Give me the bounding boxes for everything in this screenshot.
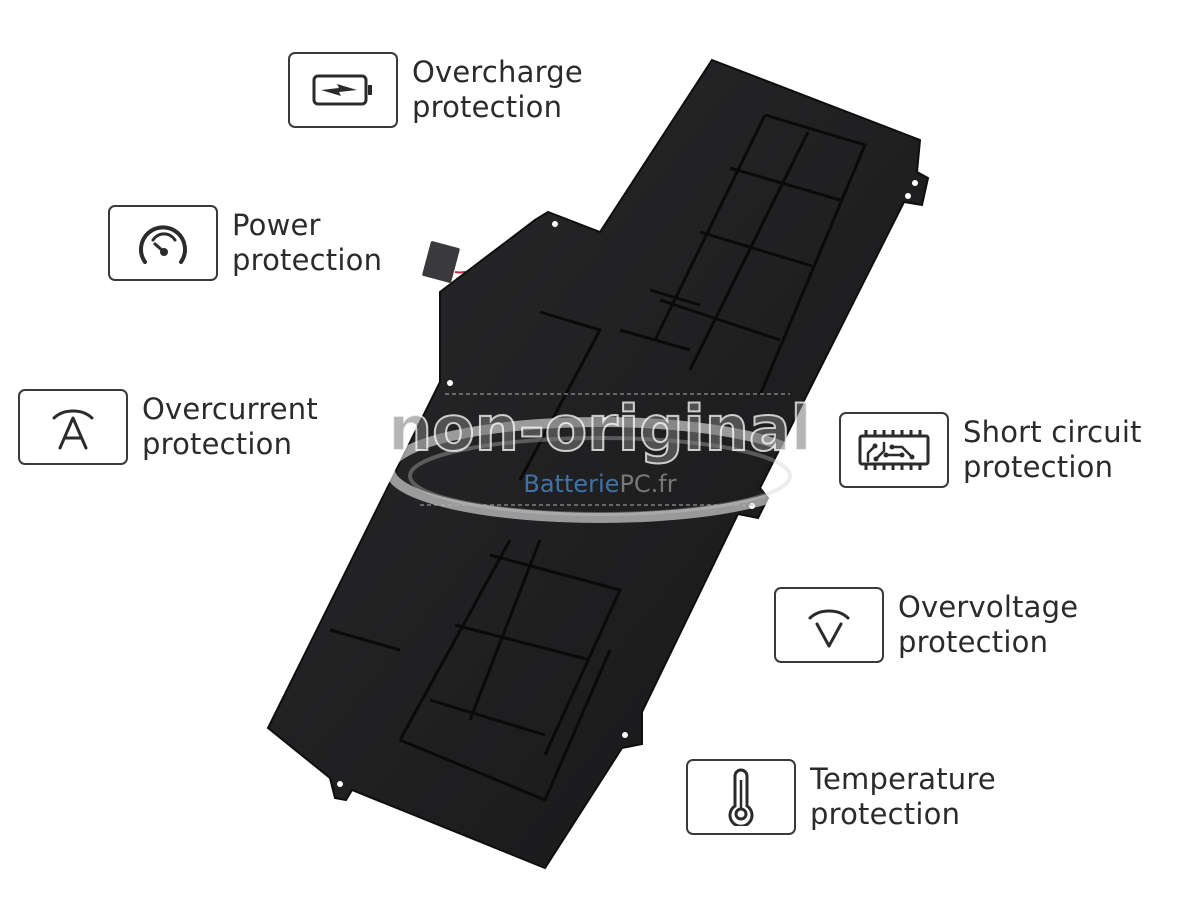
feature-short-circuit: Short circuit protection [839,412,1142,488]
feature-title: Overcurrent [142,392,318,426]
icon-box-power [108,205,218,281]
feature-title: Short circuit [963,415,1142,449]
battery-charging-icon [312,74,372,106]
icon-box-temperature [686,759,796,835]
feature-title: Overcharge [412,55,583,89]
gauge-icon [139,225,187,264]
battery-body [266,58,930,870]
icon-box-overcurrent [18,389,128,465]
feature-temperature: Temperature protection [686,759,996,835]
feature-subtitle: protection [810,797,961,831]
feature-subtitle: protection [232,243,383,277]
circuit-chip-icon [858,430,930,470]
thermometer-icon [728,768,754,826]
icon-box-short-circuit [839,412,949,488]
icon-box-overvoltage [774,587,884,663]
feature-subtitle: protection [898,625,1049,659]
feature-title: Temperature [810,762,996,796]
feature-overcurrent: Overcurrent protection [18,389,318,465]
ampere-icon [52,409,94,450]
volt-icon [808,609,850,648]
feature-overvoltage: Overvoltage protection [774,587,1078,663]
feature-title: Power [232,208,321,242]
feature-overcharge: Overcharge protection [288,52,583,128]
icon-box-overcharge [288,52,398,128]
feature-title: Overvoltage [898,590,1079,624]
feature-power: Power protection [108,205,382,281]
feature-subtitle: protection [412,90,563,124]
feature-subtitle: protection [142,427,293,461]
feature-subtitle: protection [963,450,1114,484]
